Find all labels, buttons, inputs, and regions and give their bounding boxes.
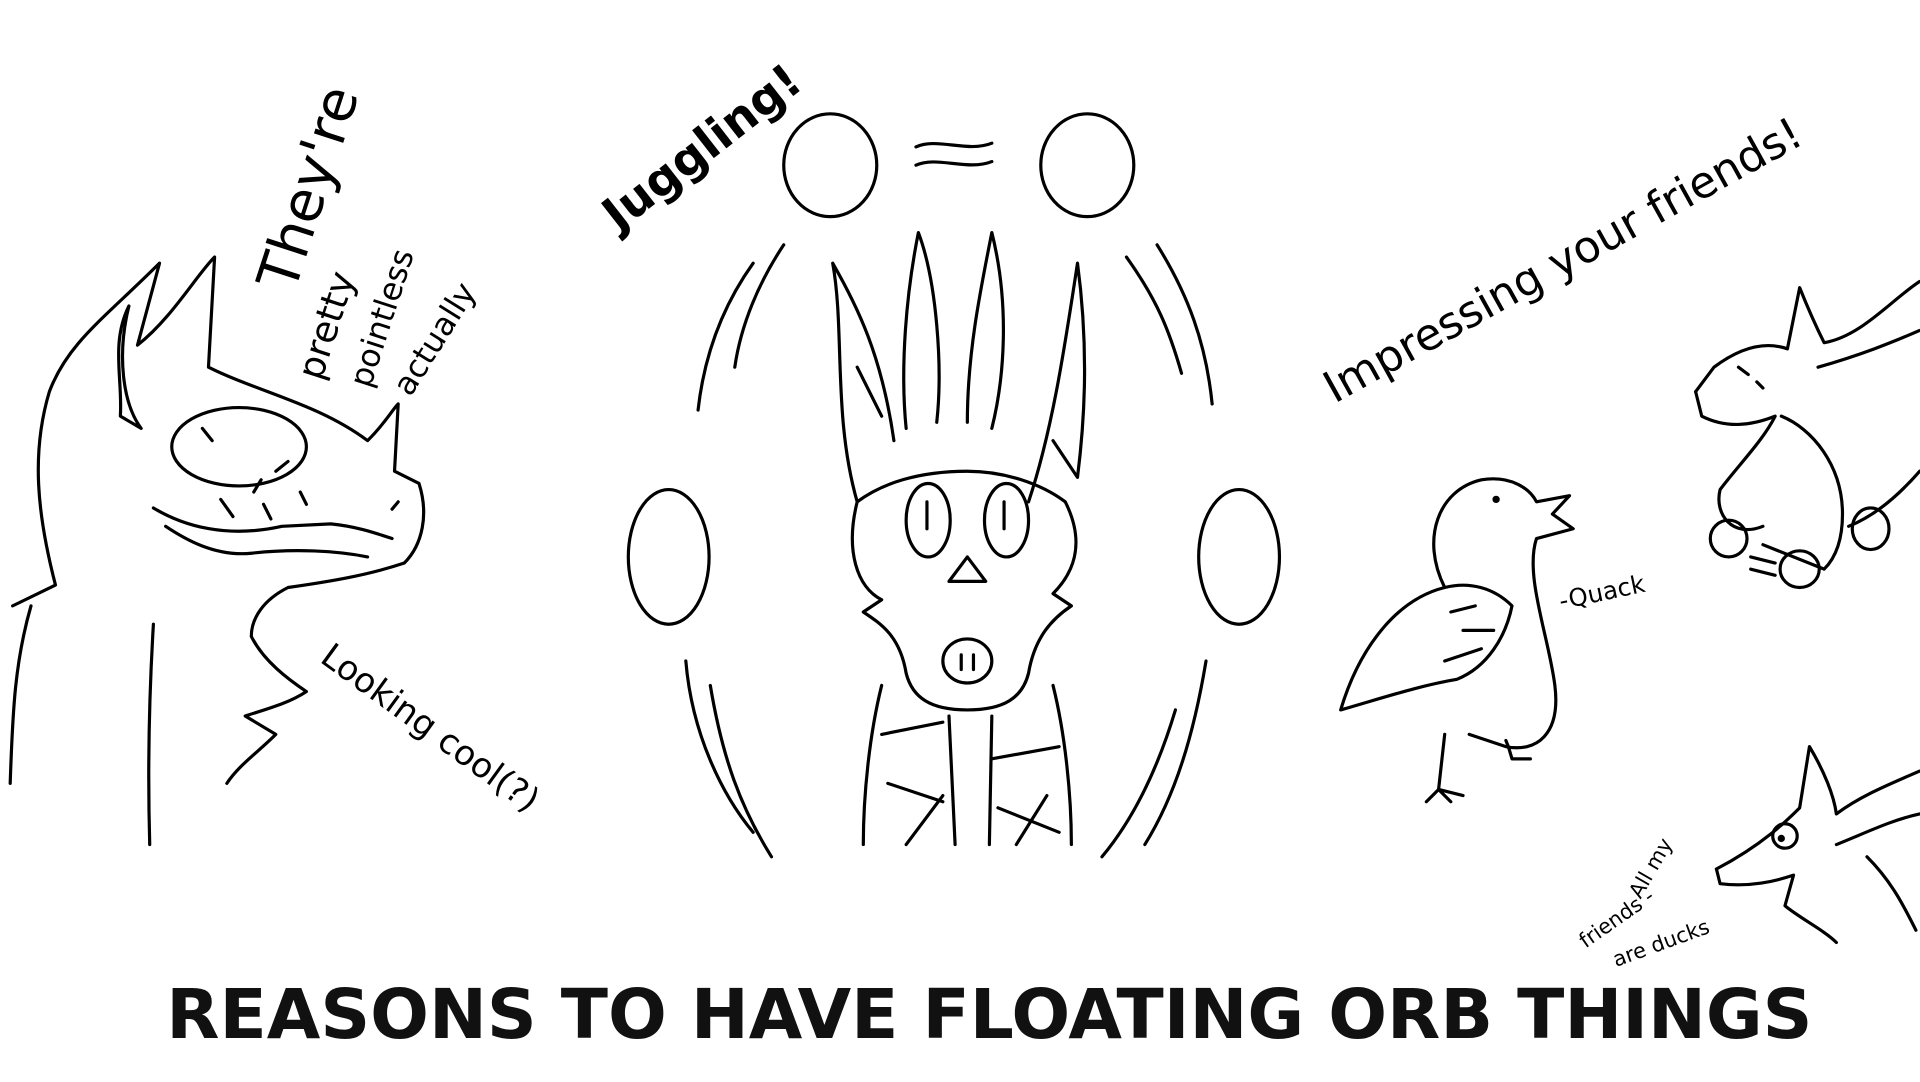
lower-right-dragon-drawing — [1714, 745, 1920, 945]
caption-line: They're — [245, 78, 372, 299]
duck-drawing — [1339, 477, 1575, 804]
caption-looking-cool: Looking cool(?) — [313, 636, 546, 821]
orb — [1039, 112, 1136, 219]
orb — [1197, 488, 1282, 626]
caption-quack: -Quack — [1556, 569, 1648, 616]
orb — [626, 488, 711, 626]
left-dragon-drawing — [8, 255, 426, 847]
orb — [782, 112, 879, 219]
caption-ducks: All my friends - are ducks — [1575, 834, 1713, 972]
caption-pointless: They're pretty pointless actually — [245, 78, 483, 402]
comic-title: REASONS TO HAVE FLOATING ORB THINGS — [166, 975, 1812, 1055]
juggling-drawing — [626, 112, 1282, 859]
upper-right-dragon-drawing — [1694, 279, 1920, 590]
caption-juggling: Juggling! — [590, 53, 812, 243]
caption-impressing: Impressing your friends! — [1315, 108, 1811, 414]
